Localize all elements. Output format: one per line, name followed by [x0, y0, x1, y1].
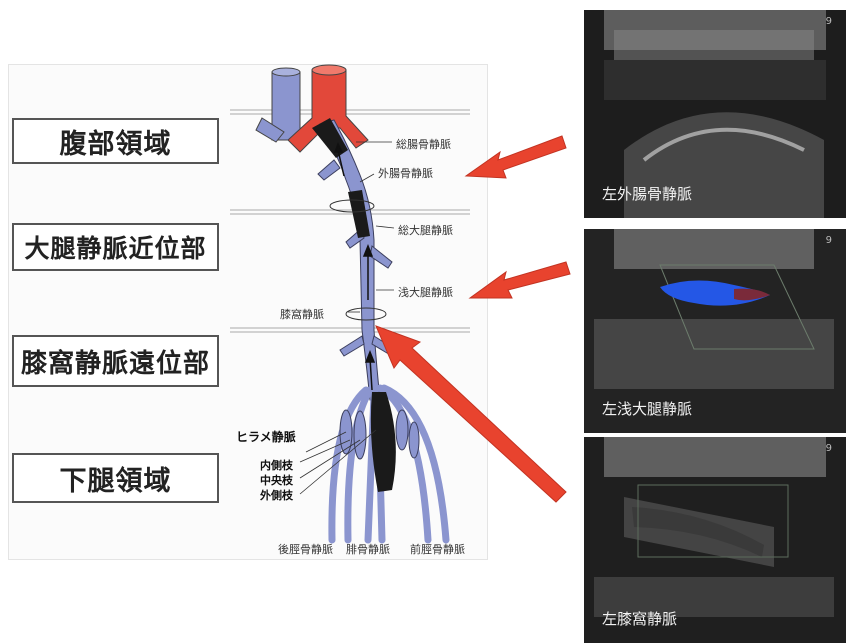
label-popliteal: 膝窩静脈 [280, 306, 324, 322]
ultrasound-caption-3: 左膝窩静脈 [602, 608, 677, 629]
pointer-arrow-1 [466, 136, 566, 178]
label-anterior-tibial: 前脛骨静脈 [410, 541, 465, 557]
ultrasound-image-external-iliac: 9 左外腸骨静脈 [584, 10, 846, 218]
region-label-popliteal-distal: 膝窩静脈遠位部 [12, 335, 219, 387]
ultrasound-caption-1: 左外腸骨静脈 [602, 183, 692, 204]
ultrasound-marker-3: 9 [826, 443, 832, 454]
region-label-lower-leg: 下腿領域 [12, 453, 219, 503]
label-common-iliac: 総腸骨静脈 [396, 136, 451, 152]
region-label-abdomen: 腹部領域 [12, 118, 219, 164]
knee-branch-left [340, 336, 364, 356]
label-common-femoral: 総大腿静脈 [398, 222, 453, 238]
ultrasound-marker: 9 [826, 16, 832, 27]
label-superficial-femoral: 浅大腿静脈 [398, 284, 453, 300]
label-peroneal: 腓骨静脈 [346, 541, 390, 557]
label-external-iliac: 外腸骨静脈 [378, 165, 433, 181]
ultrasound-image-superficial-femoral: 9 左浅大腿静脈 [584, 229, 846, 433]
ultrasound-marker-2: 9 [826, 235, 832, 246]
pointer-arrow-2 [470, 262, 570, 298]
ultrasound-caption-2: 左浅大腿静脈 [602, 398, 692, 419]
label-posterior-tibial: 後脛骨静脈 [278, 541, 333, 557]
region-label-femoral-proximal: 大腿静脈近位部 [12, 223, 219, 271]
internal-iliac-branch [318, 160, 340, 180]
ultrasound-image-popliteal: 9 左膝窩静脈 [584, 437, 846, 643]
label-lateral-branch: 外側枝 [260, 487, 293, 503]
label-medial-branch: 内側枝 [260, 457, 293, 473]
label-soleal: ヒラメ静脈 [236, 428, 296, 445]
label-central-branch: 中央枝 [260, 472, 293, 488]
